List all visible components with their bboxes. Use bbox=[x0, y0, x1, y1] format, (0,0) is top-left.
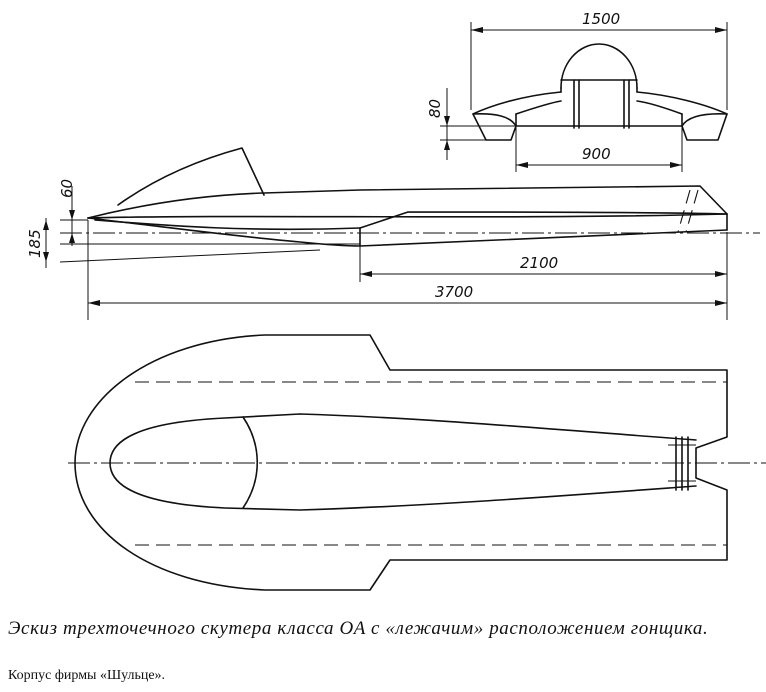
dim-1500: 1500 bbox=[582, 10, 620, 28]
front-view: 1500 80 900 bbox=[426, 10, 728, 172]
plan-outline bbox=[74, 334, 728, 591]
dim-185: 185 bbox=[26, 229, 44, 258]
side-deck bbox=[87, 185, 728, 219]
dim-2100: 2100 bbox=[520, 254, 558, 272]
front-hull bbox=[472, 91, 728, 141]
dim-80: 80 bbox=[426, 99, 444, 118]
side-view: 60 185 2100 3700 bbox=[26, 147, 760, 320]
side-fin bbox=[117, 147, 265, 206]
dim-3700: 3700 bbox=[435, 283, 473, 301]
plan-view bbox=[68, 334, 766, 591]
scooter-sketch: 1500 80 900 bbox=[26, 10, 766, 591]
plan-cockpit bbox=[109, 413, 697, 511]
dim-60: 60 bbox=[58, 179, 76, 198]
figure-note: Корпус фирмы «Шульце». bbox=[8, 668, 166, 683]
front-dome bbox=[560, 43, 638, 89]
dim-900: 900 bbox=[582, 145, 611, 163]
figure-caption: Эскиз трехточечного скутера класса OA с … bbox=[8, 618, 709, 639]
